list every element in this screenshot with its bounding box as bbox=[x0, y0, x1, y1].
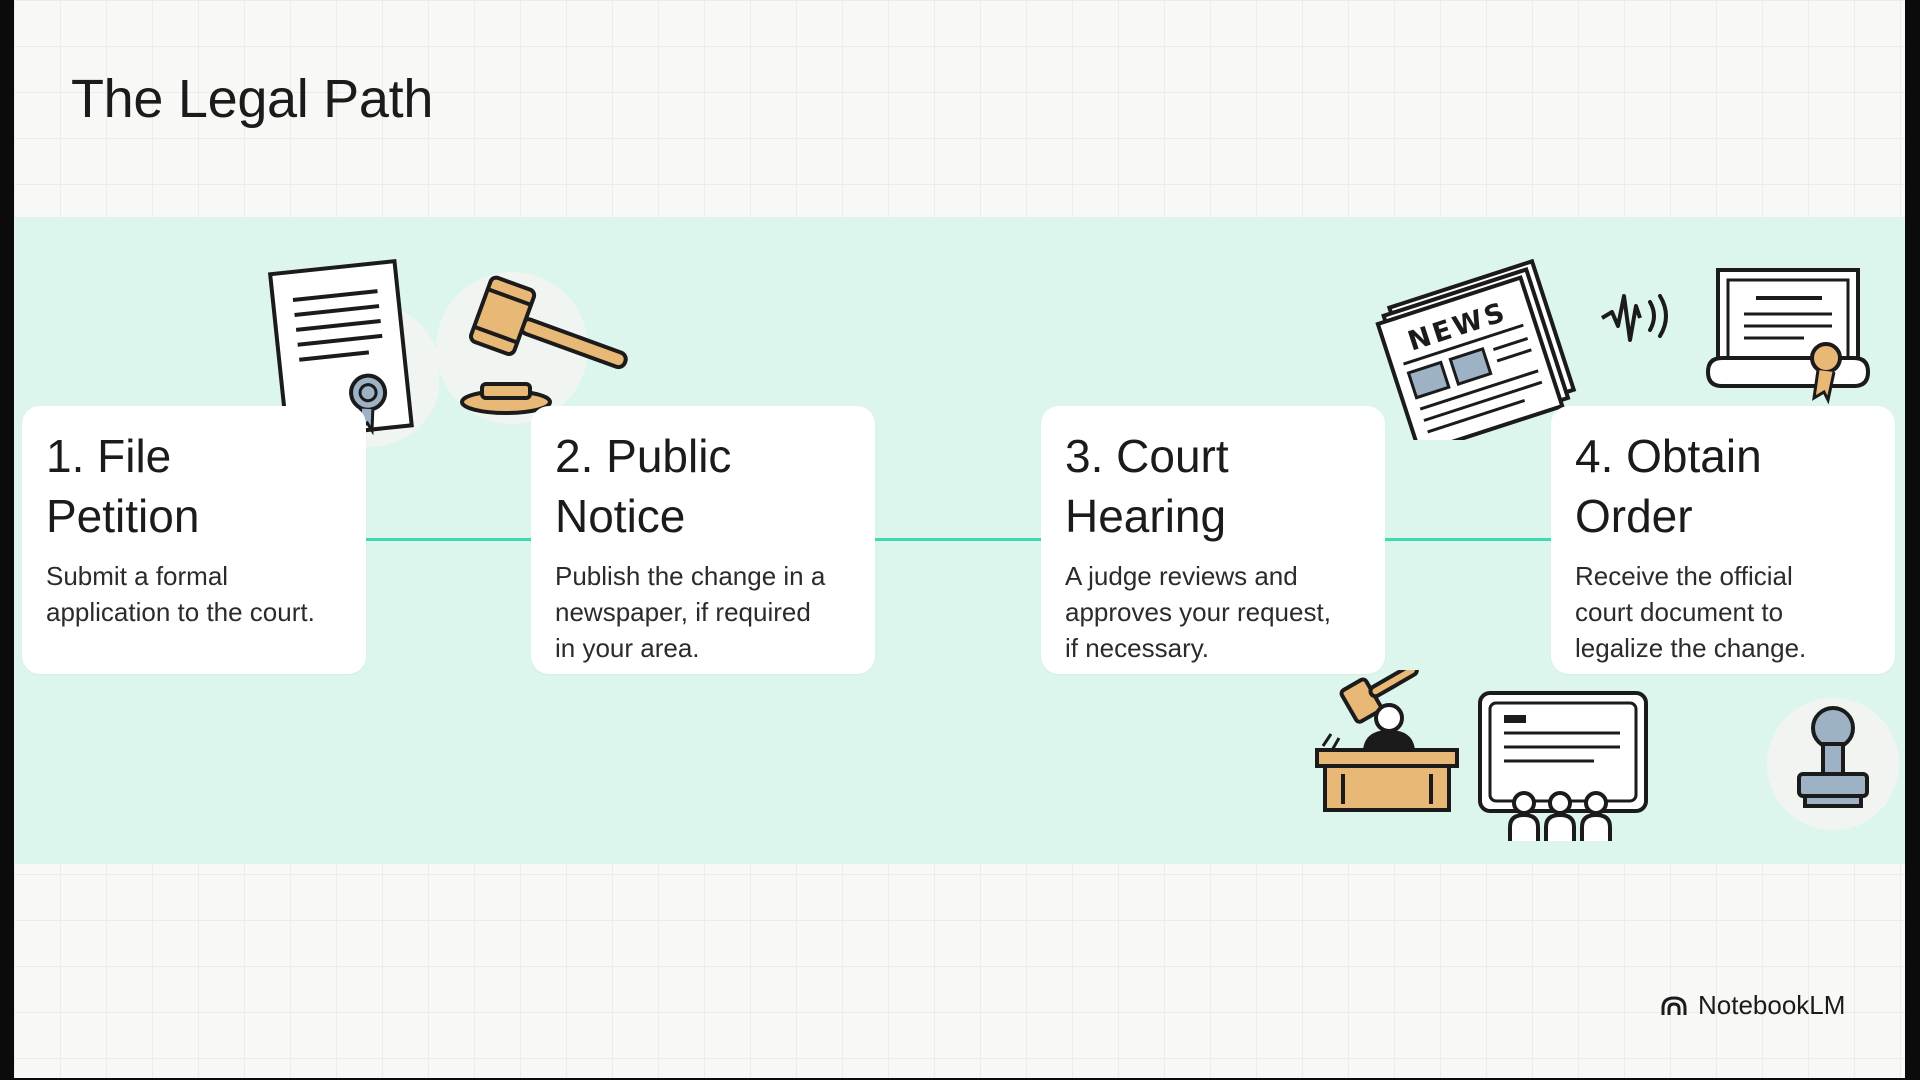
slide: The Legal Path bbox=[14, 0, 1905, 1078]
notebooklm-brand: NotebookLM bbox=[1660, 990, 1845, 1021]
notebooklm-logo-icon bbox=[1661, 995, 1687, 1015]
connector-arrow-3-4 bbox=[1385, 532, 1565, 546]
newspaper-icon: NEWS bbox=[1375, 258, 1577, 440]
slide-title: The Legal Path bbox=[71, 69, 434, 129]
step-description: A judge reviews and approves your reques… bbox=[1065, 561, 1331, 663]
step-description: Submit a formal application to the court… bbox=[46, 561, 315, 627]
step-card-file-petition: 1. File Petition Submit a formal applica… bbox=[22, 406, 366, 674]
step-description: Publish the change in a newspaper, if re… bbox=[555, 561, 826, 663]
step-card-court-hearing: 3. Court Hearing A judge reviews and app… bbox=[1041, 406, 1385, 674]
stamp-icon bbox=[1767, 698, 1899, 830]
connector-arrow-1-2 bbox=[366, 532, 546, 546]
step-card-public-notice: 2. Public Notice Publish the change in a… bbox=[531, 406, 875, 674]
step-heading: 3. Court Hearing bbox=[1065, 430, 1229, 542]
step-card-obtain-order: 4. Obtain Order Receive the official cou… bbox=[1551, 406, 1895, 674]
certificate-icon bbox=[1705, 268, 1871, 405]
connector-arrow-2-3 bbox=[875, 532, 1055, 546]
step-heading: 1. File Petition bbox=[46, 430, 200, 542]
step-heading: 2. Public Notice bbox=[555, 430, 732, 542]
judge-bench-icon bbox=[1315, 670, 1459, 812]
step-description: Receive the official court document to l… bbox=[1575, 561, 1807, 663]
courtroom-screen-icon bbox=[1478, 691, 1648, 841]
brand-name: NotebookLM bbox=[1698, 990, 1846, 1020]
step-heading: 4. Obtain Order bbox=[1575, 430, 1762, 542]
gavel-icon bbox=[436, 272, 628, 424]
sound-wave-icon bbox=[1600, 294, 1668, 342]
